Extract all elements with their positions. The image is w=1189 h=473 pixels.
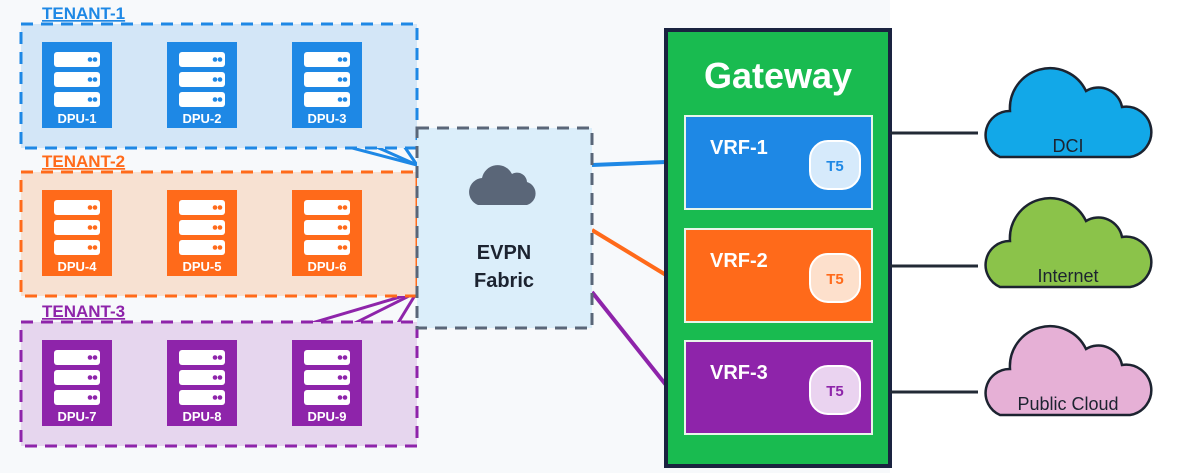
- dpu-label: DPU-1: [57, 111, 96, 126]
- dpu-node[interactable]: DPU-8: [167, 340, 237, 426]
- vrf-label: VRF-2: [710, 250, 768, 272]
- cloud-icon: [984, 67, 1153, 159]
- dpu-node[interactable]: DPU-7: [42, 340, 112, 426]
- dpu-label: DPU-4: [57, 259, 97, 274]
- vrf-box[interactable]: VRF-3T5: [684, 340, 873, 435]
- dpu-node[interactable]: DPU-2: [167, 42, 237, 128]
- vrf-box[interactable]: VRF-1T5: [684, 115, 873, 210]
- tenant-label: TENANT-1: [42, 4, 125, 23]
- vrf-label: VRF-1: [710, 137, 768, 159]
- server-icon: [179, 350, 225, 405]
- fabric-label-line1: EVPN: [477, 242, 531, 264]
- server-icon: [179, 52, 225, 107]
- tenant-label: TENANT-3: [42, 302, 125, 321]
- route-type-badge: [809, 365, 861, 415]
- gateway-title: Gateway: [704, 55, 852, 96]
- badge-label: T5: [826, 383, 844, 400]
- server-icon: [54, 350, 100, 405]
- cloud-public-cloud[interactable]: Public Cloud: [984, 325, 1153, 417]
- dpu-node[interactable]: DPU-1: [42, 42, 112, 128]
- cloud-dci[interactable]: DCI: [984, 67, 1153, 159]
- dpu-node[interactable]: DPU-6: [292, 190, 362, 276]
- server-icon: [304, 350, 350, 405]
- cloud-icon: [984, 325, 1153, 417]
- fabric-vrf-link: [590, 290, 668, 387]
- fabric-vrf-link: [590, 228, 668, 277]
- fabric-label-line2: Fabric: [474, 270, 534, 292]
- evpn-fabric[interactable]: EVPN Fabric: [415, 126, 594, 330]
- route-type-badge: [809, 140, 861, 190]
- vrf-box[interactable]: VRF-2T5: [684, 228, 873, 323]
- cloud-icon: [469, 165, 536, 205]
- fabric-vrf-link: [591, 160, 667, 167]
- server-icon: [304, 52, 350, 107]
- dpu-node[interactable]: DPU-5: [167, 190, 237, 276]
- server-icon: [179, 200, 225, 255]
- dpu-label: DPU-8: [182, 409, 221, 424]
- vrf-label: VRF-3: [710, 362, 768, 384]
- dpu-node[interactable]: DPU-4: [42, 190, 112, 276]
- cloud-label: Internet: [1037, 266, 1098, 286]
- cloud-internet[interactable]: Internet: [984, 197, 1153, 289]
- dpu-label: DPU-7: [57, 409, 96, 424]
- server-icon: [304, 200, 350, 255]
- badge-label: T5: [826, 271, 844, 288]
- tenant-label: TENANT-2: [42, 152, 125, 171]
- server-icon: [54, 200, 100, 255]
- cloud-label: Public Cloud: [1017, 394, 1118, 414]
- route-type-badge: [809, 253, 861, 303]
- server-icon: [54, 52, 100, 107]
- cloud-label: DCI: [1053, 136, 1084, 156]
- badge-label: T5: [826, 158, 844, 175]
- dpu-label: DPU-2: [182, 111, 221, 126]
- dpu-label: DPU-6: [307, 259, 346, 274]
- dpu-node[interactable]: DPU-3: [292, 42, 362, 128]
- cloud-icon: [984, 197, 1153, 289]
- dpu-label: DPU-3: [307, 111, 346, 126]
- dpu-label: DPU-5: [182, 259, 221, 274]
- dpu-label: DPU-9: [307, 409, 346, 424]
- dpu-node[interactable]: DPU-9: [292, 340, 362, 426]
